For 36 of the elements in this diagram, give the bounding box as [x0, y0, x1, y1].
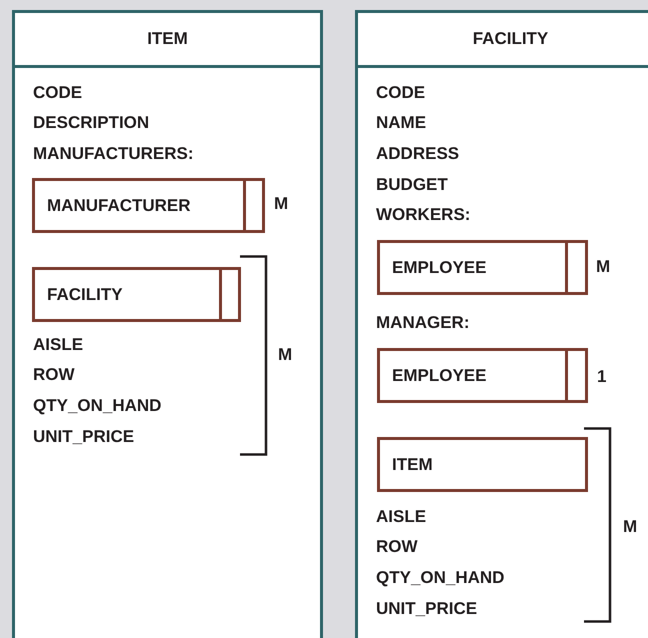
cardinality-label: 1: [597, 367, 606, 387]
cardinality-label: M: [274, 194, 288, 214]
field-label: FACILITY: [47, 284, 123, 304]
field-label: EMPLOYEE: [392, 258, 486, 278]
attribute-name: AISLE: [376, 507, 426, 527]
attribute-name: ROW: [376, 537, 418, 557]
panel-header: ITEM: [15, 13, 320, 68]
attribute-name: UNIT_PRICE: [33, 427, 134, 447]
cardinality-label: M: [623, 517, 638, 537]
reference-box: [377, 240, 588, 295]
cardinality-label: M: [278, 345, 292, 365]
attribute-name: CODE: [33, 83, 82, 103]
attribute-name: MANAGER:: [376, 313, 470, 333]
field-label: ITEM: [392, 454, 433, 474]
reference-box: [32, 178, 265, 233]
attribute-name: UNIT_PRICE: [376, 599, 478, 619]
field-label: MANUFACTURER: [47, 196, 191, 216]
attribute-name: ADDRESS: [376, 144, 460, 164]
entity-panel: [12, 10, 323, 638]
panel-header: FACILITY: [358, 13, 648, 68]
attribute-name: AISLE: [33, 335, 84, 355]
cardinality-label: M: [596, 257, 610, 277]
attribute-name: WORKERS:: [376, 205, 470, 225]
attribute-name: MANUFACTURERS:: [33, 144, 194, 164]
reference-box: [377, 437, 588, 492]
reference-box: [377, 348, 588, 403]
attribute-name: DESCRIPTION: [33, 113, 150, 133]
attribute-name: QTY_ON_HAND: [376, 568, 504, 588]
attribute-name: NAME: [376, 113, 426, 133]
attribute-name: ROW: [33, 365, 75, 385]
attribute-name: QTY_ON_HAND: [33, 396, 162, 416]
field-label: EMPLOYEE: [392, 366, 486, 386]
entity-panel: [355, 10, 648, 638]
attribute-name: CODE: [376, 83, 426, 103]
attribute-name: BUDGET: [376, 175, 448, 195]
reference-box: [32, 267, 241, 322]
